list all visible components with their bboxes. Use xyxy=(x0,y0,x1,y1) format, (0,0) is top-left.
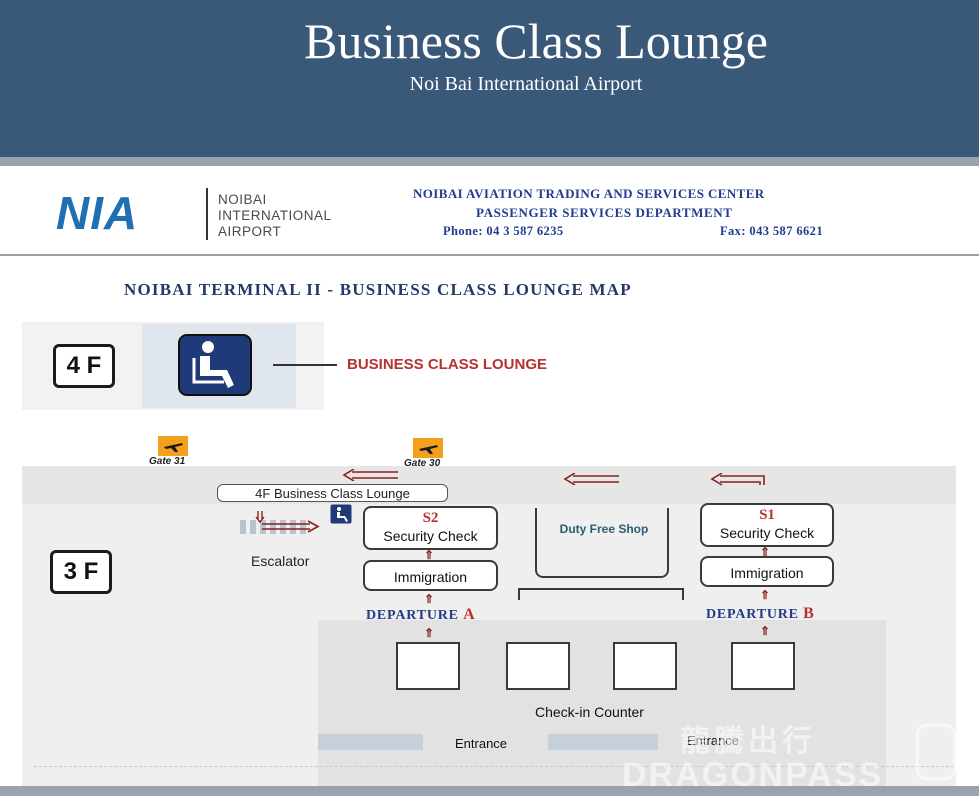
security-s1-label: Security Check xyxy=(719,525,815,541)
nia-name-line-1: NOIBAI xyxy=(218,192,267,207)
lounge-location-box: 4F Business Class Lounge xyxy=(217,484,448,502)
escalator-icon xyxy=(240,511,320,534)
watermark-chinese: 龍騰出行 xyxy=(680,725,816,758)
nia-logo-name: NOIBAI INTERNATIONAL AIRPORT xyxy=(218,192,332,240)
fax-number: Fax: 043 587 6621 xyxy=(720,224,823,238)
entrance-label-1: Entrance xyxy=(455,736,508,751)
entrance-label-2: Entrance xyxy=(687,733,740,748)
map-title: NOIBAI TERMINAL II - BUSINESS CLASS LOUN… xyxy=(124,280,632,299)
escalator-label: Escalator xyxy=(251,553,310,569)
immigration-b-label: Immigration xyxy=(730,565,804,581)
immigration-a: Immigration xyxy=(363,560,498,591)
up-arrow-b-2: ⇑ xyxy=(760,588,771,602)
gate-30-plane-icon xyxy=(413,438,443,458)
departure-a-letter: A xyxy=(463,606,476,623)
checkin-counter-2 xyxy=(506,642,570,690)
up-arrow-a-2: ⇑ xyxy=(424,592,435,606)
floor-4-badge: 4 F xyxy=(53,344,115,388)
duty-free-shop xyxy=(535,508,669,578)
departure-a-label: DEPARTURE A xyxy=(366,606,475,624)
checkin-counter-label: Check-in Counter xyxy=(535,704,644,720)
department-name: PASSENGER SERVICES DEPARTMENT xyxy=(476,205,733,220)
security-s2-label: Security Check xyxy=(383,528,478,544)
departure-b-letter: B xyxy=(803,605,815,622)
page-bottom-rule xyxy=(0,786,979,796)
lounge-seat-icon-small xyxy=(330,504,352,524)
immigration-a-label: Immigration xyxy=(393,569,468,585)
departure-b-label: DEPARTURE B xyxy=(706,605,815,623)
floor-4-lounge-label: BUSINESS CLASS LOUNGE xyxy=(347,356,548,373)
security-s1-code: S1 xyxy=(759,507,775,523)
gate-31-plane-icon xyxy=(158,436,188,456)
up-arrow-b-1: ⇑ xyxy=(760,545,771,559)
page-title: Business Class Lounge xyxy=(304,13,768,69)
duty-free-bracket xyxy=(518,588,684,600)
lounge-leader-line xyxy=(273,364,337,366)
security-s2-code: S2 xyxy=(422,510,439,526)
entrance-bar-1 xyxy=(318,734,423,750)
up-arrow-a-3: ⇑ xyxy=(424,626,435,640)
nia-logo-divider xyxy=(206,188,208,240)
up-arrow-b-3: ⇑ xyxy=(760,624,771,638)
checkin-counter-1 xyxy=(396,642,460,690)
gate-30-label: Gate 30 xyxy=(404,458,441,469)
floor-3-gate-corridor xyxy=(22,466,956,504)
entrance-bar-2 xyxy=(548,734,658,750)
watermark-seal-icon xyxy=(916,724,956,780)
header-divider xyxy=(0,157,979,166)
nia-name-line-3: AIRPORT xyxy=(218,224,282,239)
center-name: NOIBAI AVIATION TRADING AND SERVICES CEN… xyxy=(413,186,765,201)
duty-free-label: Duty Free Shop xyxy=(559,522,649,536)
nia-name-line-2: INTERNATIONAL xyxy=(218,208,332,223)
gate-31-label: Gate 31 xyxy=(149,456,186,467)
corridor-arrow-left-2 xyxy=(563,473,619,485)
checkin-counter-4 xyxy=(731,642,795,690)
nia-logo-letters: NIA xyxy=(56,187,139,239)
security-check-s1: S1 Security Check xyxy=(700,503,834,547)
floor-3-bottom-edge xyxy=(34,766,954,780)
immigration-b: Immigration xyxy=(700,556,834,587)
corridor-arrow-left-1 xyxy=(342,469,398,481)
departure-a-word: DEPARTURE xyxy=(366,608,459,623)
up-arrow-a-1: ⇑ xyxy=(424,548,435,562)
page-subtitle: Noi Bai International Airport xyxy=(409,73,643,95)
header-banner: Business Class Lounge Noi Bai Internatio… xyxy=(0,0,979,157)
floor-3-badge: 3 F xyxy=(50,550,112,594)
phone-number: Phone: 04 3 587 6235 xyxy=(443,224,564,238)
security-check-s2: S2 Security Check xyxy=(363,506,498,550)
checkin-counter-3 xyxy=(613,642,677,690)
logo-band xyxy=(0,166,979,256)
departure-b-word: DEPARTURE xyxy=(706,607,799,622)
lounge-seat-icon xyxy=(178,334,252,396)
corridor-arrow-left-3 xyxy=(710,473,765,486)
